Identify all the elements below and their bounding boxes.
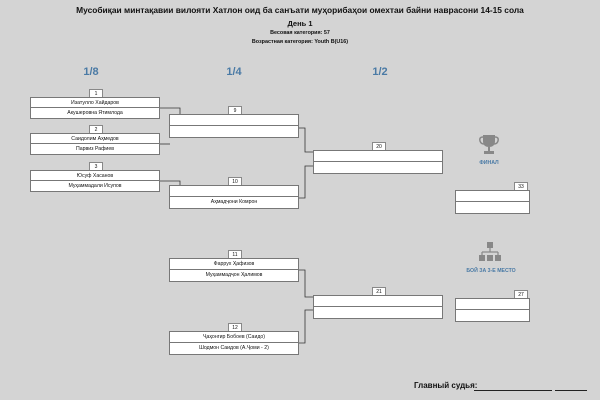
match-number: 10	[228, 177, 242, 186]
podium-icon	[479, 242, 501, 261]
round-label-1-2: 1/2	[372, 66, 388, 78]
header-weight: Весовая категория: 57	[270, 30, 330, 36]
match-number: 2	[89, 125, 103, 134]
fighter-slot[interactable]	[313, 307, 443, 319]
fighter-slot[interactable]	[169, 114, 299, 126]
round-label-1-4: 1/4	[226, 66, 242, 78]
fighter-slot[interactable]: Юсуф Хасанов	[30, 170, 160, 181]
header-day: День 1	[287, 19, 313, 28]
fighter-slot[interactable]: Изатулло Хайдаров	[30, 97, 160, 108]
match-number: 27	[514, 290, 528, 299]
fighter-slot[interactable]	[169, 126, 299, 138]
fighter-slot[interactable]: Парвиз Рафиев	[30, 144, 160, 155]
match-number: 11	[228, 250, 242, 259]
fighter-slot[interactable]	[455, 310, 530, 322]
fighter-slot[interactable]	[455, 190, 530, 202]
fighter-slot[interactable]: Саидолим Аҳмедов	[30, 133, 160, 144]
header-age: Возрастная категория: Youth B(U16)	[251, 39, 349, 45]
trophy-icon	[479, 135, 499, 154]
fighter-slot[interactable]: Муҳаммадали Исупов	[30, 181, 160, 192]
fighter-slot[interactable]	[313, 295, 443, 307]
header-title: Мусобиқаи минтақавии вилояти Хатлон оид …	[76, 5, 524, 15]
match-number: 21	[372, 287, 386, 296]
third-place-label: БОЙ ЗА 3-Е МЕСТО	[466, 268, 516, 274]
fighter-slot[interactable]: Муҳаммадҷон Ҳалимов	[169, 270, 299, 282]
fighter-slot[interactable]: Шодмон Саидов (А.Ҷоми - 2)	[169, 343, 299, 355]
fighter-slot[interactable]: Ҷаҳонгир Бобоев (Саидо)	[169, 331, 299, 343]
fighter-slot[interactable]	[455, 298, 530, 310]
fighter-slot[interactable]	[313, 162, 443, 174]
fighter-slot[interactable]	[313, 150, 443, 162]
final-label: ФИНАЛ	[479, 160, 499, 166]
match-number: 9	[228, 106, 242, 115]
fighter-slot[interactable]	[169, 185, 299, 197]
match-number: 33	[514, 182, 528, 191]
chief-judge-label: Главный судья:	[414, 381, 478, 390]
match-number: 12	[228, 323, 242, 332]
fighter-slot[interactable]: Акушеровна Ятимлода	[30, 108, 160, 119]
match-number: 3	[89, 162, 103, 171]
signature-line[interactable]	[555, 390, 587, 391]
fighter-slot[interactable]: Аҳмадҷони Комрон	[169, 197, 299, 209]
match-number: 20	[372, 142, 386, 151]
fighter-slot[interactable]: Фаррух Ҳафизов	[169, 258, 299, 270]
match-number: 1	[89, 89, 103, 98]
signature-line[interactable]	[474, 390, 552, 391]
fighter-slot[interactable]	[455, 202, 530, 214]
round-label-1-8: 1/8	[83, 66, 99, 78]
